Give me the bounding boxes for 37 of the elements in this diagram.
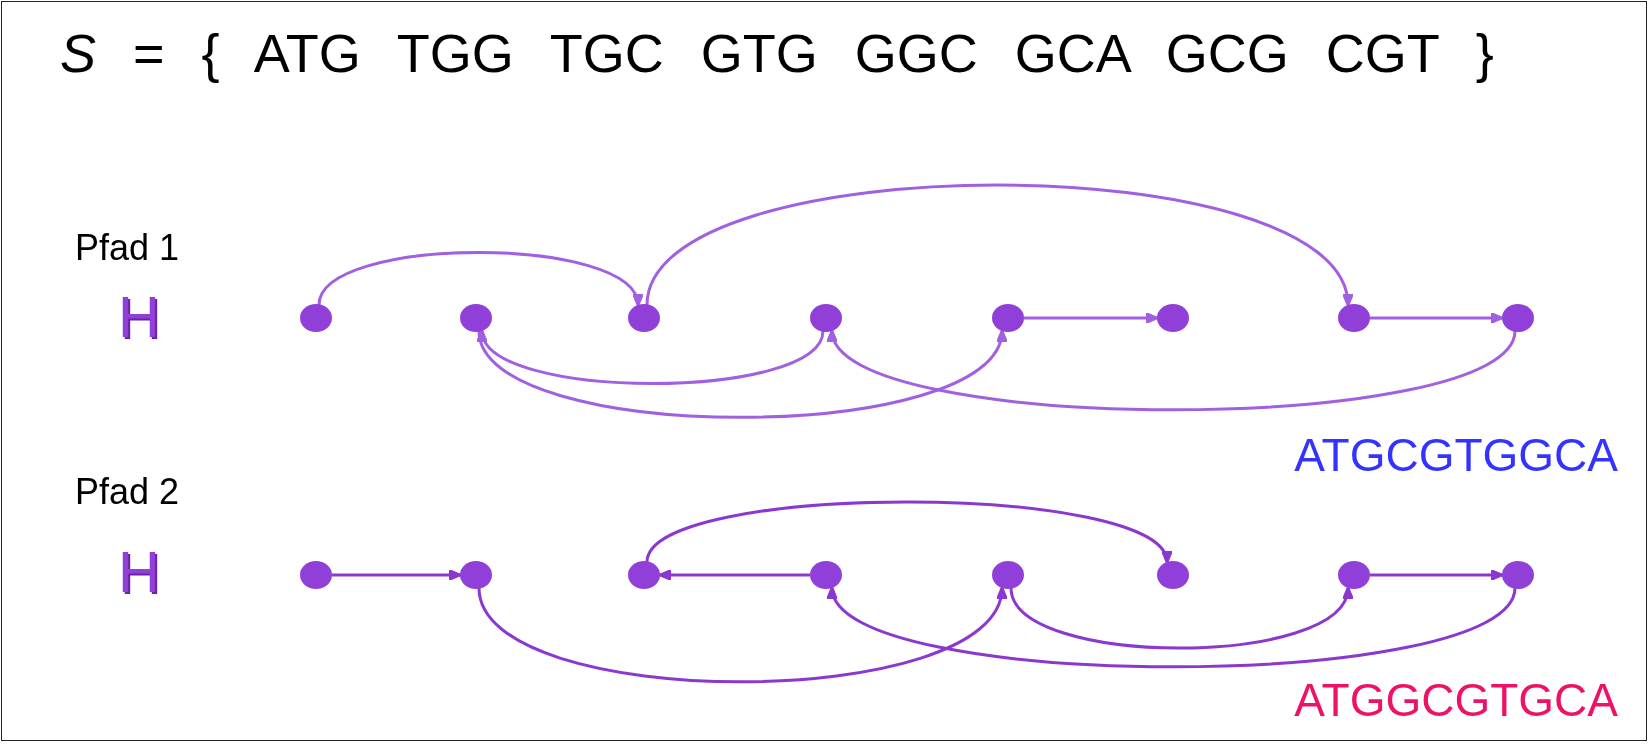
graph-vertex xyxy=(460,561,492,589)
graph-vertex xyxy=(628,561,660,589)
arrow xyxy=(1024,312,1159,324)
graph-vertex xyxy=(628,304,660,332)
arrow xyxy=(332,569,462,581)
path-symbol: H xyxy=(118,540,160,604)
path-label: Pfad 1 xyxy=(75,228,180,268)
graph-vertex xyxy=(992,304,1024,332)
sequence-text: ATGGCGTGCA xyxy=(1294,675,1618,726)
arrow xyxy=(480,329,825,385)
title: S = { ATG TGG TGC GTG GGC GCA GCG CGT } xyxy=(60,22,1494,84)
arrow xyxy=(477,329,1004,419)
arrow xyxy=(317,251,640,307)
path-symbol: H xyxy=(118,285,160,349)
arrow xyxy=(1009,586,1350,650)
graph-vertex xyxy=(300,304,332,332)
arrow xyxy=(658,569,810,581)
graph-vertex xyxy=(1157,304,1189,332)
arrow xyxy=(645,500,1169,564)
arrow xyxy=(830,329,1517,412)
arrow xyxy=(477,586,1004,684)
graph-vertex xyxy=(300,561,332,589)
graph-vertex xyxy=(810,561,842,589)
graph-vertex xyxy=(1502,304,1534,332)
graph-vertex xyxy=(460,304,492,332)
graph-vertex xyxy=(1157,561,1189,589)
arrow xyxy=(645,183,1350,307)
sequence-text: ATGCGTGGCA xyxy=(1294,430,1618,481)
arrow xyxy=(1370,312,1504,324)
graph-vertex xyxy=(1338,561,1370,589)
graph-vertex xyxy=(992,561,1024,589)
arrow xyxy=(1370,569,1504,581)
path-label: Pfad 2 xyxy=(75,472,180,512)
graph-vertex xyxy=(1338,304,1370,332)
arrow xyxy=(830,586,1517,669)
graph-vertex xyxy=(1502,561,1534,589)
graph-vertex xyxy=(810,304,842,332)
